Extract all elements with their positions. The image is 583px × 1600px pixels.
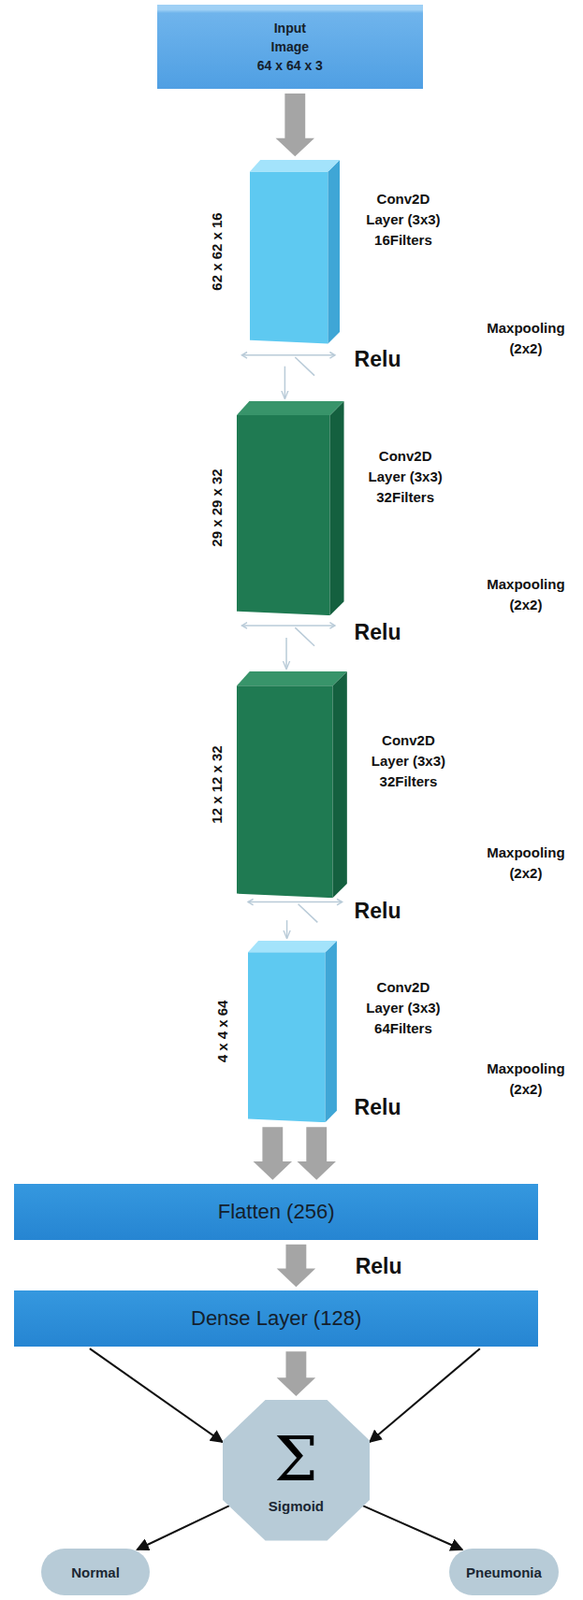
cube-side: [328, 160, 340, 344]
dimension-label: 12 x 12 x 32: [208, 745, 225, 824]
activation-label: Relu: [354, 620, 402, 646]
layer-label: Conv2D Layer (3x3) 16Filters: [365, 189, 441, 251]
pointer-arrow: [136, 1506, 230, 1551]
flow-line: [285, 638, 288, 670]
sigmoid-octagon: Σ Sigmoid: [222, 1400, 370, 1543]
layer-band: Flatten (256): [14, 1184, 539, 1241]
flow-arrow: [276, 1352, 316, 1398]
input-size: 64 x 64 x 3: [257, 56, 323, 75]
cube-side: [325, 941, 337, 1123]
conv-layer-block: 29 x 29 x 32Conv2D Layer (3x3) 32Filters: [236, 401, 345, 616]
cube-side: [330, 401, 345, 616]
flow-arrow: [253, 1127, 292, 1181]
flow-arrow: [276, 93, 315, 157]
cube-front: [236, 685, 334, 899]
relu-symbol: [242, 352, 336, 377]
cube-top: [247, 941, 337, 953]
pointer-arrow: [89, 1349, 223, 1443]
relu-symbol: [242, 623, 336, 647]
conv-layer-block: 12 x 12 x 32Conv2D Layer (3x3) 32Filters: [236, 671, 348, 899]
layer-label: Conv2D Layer (3x3) 32Filters: [370, 730, 446, 793]
activation-label: Sigmoid: [268, 1499, 324, 1516]
layer-title: Dense Layer (128): [190, 1307, 362, 1332]
pooling-label: Maxpooling (2x2): [480, 574, 571, 616]
flow-line: [284, 366, 287, 399]
class-label: Pneumonia: [466, 1565, 542, 1582]
pooling-label: Maxpooling (2x2): [480, 843, 571, 885]
pooling-label: Maxpooling (2x2): [480, 318, 571, 360]
class-label: Normal: [71, 1565, 120, 1582]
cube-side: [333, 671, 348, 899]
output-pill: Normal: [41, 1549, 151, 1597]
activation-label: Relu: [354, 1094, 402, 1121]
layer-label: Conv2D Layer (3x3) 64Filters: [365, 977, 441, 1040]
cube-top: [249, 160, 340, 172]
activation-label: Relu: [354, 347, 402, 373]
pooling-label: Maxpooling (2x2): [480, 1059, 571, 1101]
pointer-arrow: [362, 1506, 463, 1551]
cube-top: [236, 401, 345, 416]
input-box: Input Image64 x 64 x 3: [157, 4, 423, 88]
conv-layer-block: 4 x 4 x 64Conv2D Layer (3x3) 64Filters: [247, 941, 337, 1123]
cube-front: [236, 415, 331, 616]
activation-label: Relu: [355, 1254, 403, 1281]
dimension-label: 62 x 62 x 16: [208, 213, 225, 292]
octagon-fill: [222, 1400, 370, 1543]
pointer-arrow: [369, 1349, 481, 1443]
relu-symbol: [247, 899, 342, 923]
cube-shape: [247, 941, 337, 1123]
conv-layer-block: 62 x 62 x 16Conv2D Layer (3x3) 16Filters: [249, 160, 340, 344]
flow-line: [286, 920, 289, 939]
layer-band: Dense Layer (128): [14, 1291, 539, 1348]
flow-arrow: [297, 1127, 336, 1181]
sum-symbol: Σ: [274, 1428, 319, 1494]
output-pill: Pneumonia: [449, 1549, 559, 1597]
dimension-label: 29 x 29 x 32: [208, 469, 225, 548]
cube-front: [247, 952, 326, 1123]
cube-shape: [236, 401, 345, 616]
input-title: Input Image: [257, 18, 323, 57]
flow-arrow: [276, 1245, 316, 1289]
layer-label: Conv2D Layer (3x3) 32Filters: [367, 446, 443, 509]
cube-shape: [249, 160, 340, 344]
layer-title: Flatten (256): [218, 1200, 336, 1225]
cube-top: [236, 671, 348, 686]
dimension-label: 4 x 4 x 64: [213, 1001, 230, 1064]
activation-label: Relu: [354, 899, 402, 925]
cube-shape: [236, 671, 348, 899]
cube-front: [249, 172, 329, 345]
